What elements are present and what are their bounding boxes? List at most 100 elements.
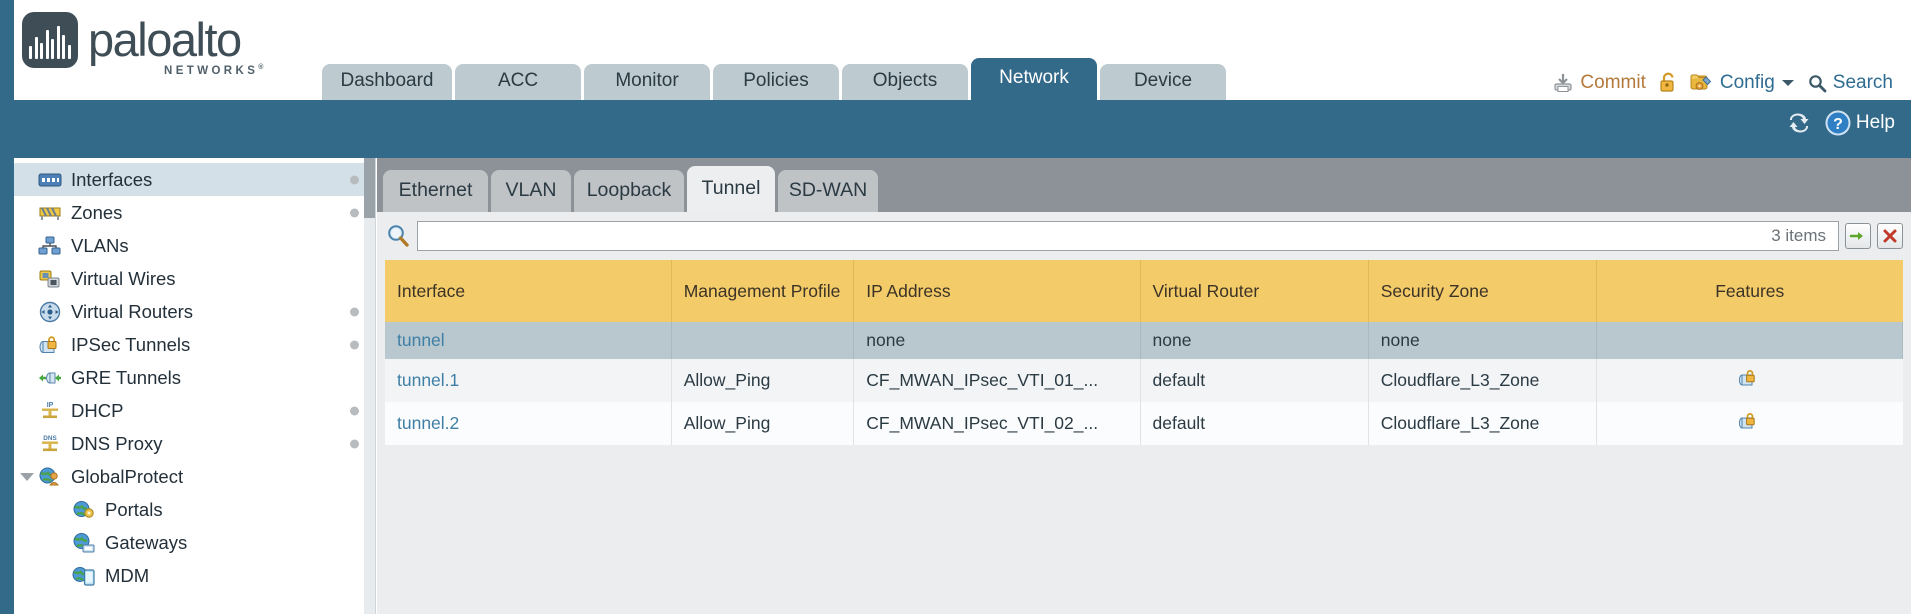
nav-tab-monitor[interactable]: Monitor [584,64,710,100]
unlock-button[interactable] [1658,72,1678,94]
tab-tunnel[interactable]: Tunnel [687,166,775,212]
column-header-interface[interactable]: Interface [385,260,672,322]
filter-bar[interactable]: 3 items [385,219,1903,253]
sidebar-item-status-dot[interactable] [350,340,359,349]
sidebar-item-globalprotect[interactable]: GlobalProtect [14,460,375,493]
ipsec-tunnel-icon[interactable] [1737,367,1763,389]
cell-interface[interactable]: tunnel.2 [385,402,672,445]
sidebar-item-status-dot[interactable] [350,175,359,184]
sidebar-item-portals[interactable]: Portals [14,493,375,526]
nav-tab-policies[interactable]: Policies [713,64,839,100]
column-header-ip-address[interactable]: IP Address [853,260,1141,322]
sidebar-item-status-dot[interactable] [350,307,359,316]
svg-text:IP: IP [47,402,54,409]
tab-vlan[interactable]: VLAN [491,170,571,212]
refresh-icon[interactable] [1785,111,1813,135]
commit-button[interactable]: Commit [1552,72,1646,94]
help-button[interactable]: ? Help [1825,110,1895,136]
sidebar-item-status-dot[interactable] [350,439,359,448]
cell-ip-address: none [853,322,1141,359]
sidebar-item-status-dot[interactable] [350,406,359,415]
nav-tab-network[interactable]: Network [971,58,1097,100]
virtual-routers-icon [38,301,62,322]
sidebar-item-zones[interactable]: Zones [14,196,375,229]
sidebar-item-gateways[interactable]: Gateways [14,526,375,559]
sidebar-item-vlans[interactable]: VLANs [14,229,375,262]
interface-link[interactable]: tunnel [397,330,445,350]
interfaces-icon [38,170,62,190]
vlans-icon [38,236,62,256]
apply-filter-button[interactable] [1845,223,1871,249]
column-header-features[interactable]: Features [1596,260,1903,322]
cell-virtual-router: none [1140,322,1369,359]
sidebar-item-label: IPSec Tunnels [71,333,191,355]
sidebar-item-virtual-wires[interactable]: Virtual Wires [14,262,375,295]
sidebar-item-ipsec-tunnels[interactable]: IPSec Tunnels [14,328,375,361]
nav-tab-device[interactable]: Device [1100,64,1226,100]
sidebar-item-status-dot[interactable] [350,208,359,217]
sidebar-item-virtual-routers[interactable]: Virtual Routers [14,295,375,328]
help-label: Help [1855,112,1895,133]
nav-tab-acc[interactable]: ACC [455,64,581,100]
sidebar-item-gre-tunnels[interactable]: GRE Tunnels [14,361,375,394]
cell-interface[interactable]: tunnel [385,322,672,359]
unlock-icon [1658,72,1678,94]
interface-link[interactable]: tunnel.2 [397,413,460,433]
search-icon [385,223,411,249]
config-menu-button[interactable]: Config [1690,72,1795,94]
search-button[interactable]: Search [1807,72,1893,94]
column-header-management-profile[interactable]: Management Profile [671,260,855,322]
tab-sd-wan[interactable]: SD-WAN [778,170,878,212]
sidebar-scrollbar[interactable] [364,158,375,614]
left-accent-rail-top [0,0,14,100]
cell-interface[interactable]: tunnel.1 [385,359,672,402]
sidebar-scrollbar-thumb[interactable] [364,158,375,218]
sidebar-item-label: DNS Proxy [71,432,163,454]
cell-management-profile: Allow_Ping [671,402,855,445]
sidebar-item-interfaces[interactable]: Interfaces [14,163,375,196]
sidebar-item-label: Virtual Routers [71,300,194,322]
cell-management-profile: Allow_Ping [671,359,855,402]
nav-tab-objects[interactable]: Objects [842,64,968,100]
search-icon [1807,73,1827,93]
chevron-down-icon [1781,78,1795,88]
column-header-security-zone[interactable]: Security Zone [1368,260,1597,322]
toolbar-right-actions[interactable]: ? Help [1785,110,1895,136]
sidebar-item-mdm[interactable]: MDM [14,559,375,592]
sidebar-item-label: GlobalProtect [71,465,184,487]
cell-security-zone: none [1368,322,1597,359]
cell-features [1596,322,1904,359]
brand-logo[interactable]: paloalto NETWORKS® [22,12,267,77]
interface-link[interactable]: tunnel.1 [397,370,460,390]
commit-label: Commit [1580,72,1646,93]
portals-icon [72,500,96,520]
tab-loopback[interactable]: Loopback [574,170,684,212]
search-input[interactable]: 3 items [417,221,1839,251]
tab-ethernet[interactable]: Ethernet [383,170,488,212]
zones-icon [38,203,62,223]
svg-text:?: ? [1833,116,1843,133]
column-header-virtual-router[interactable]: Virtual Router [1140,260,1369,322]
ipsec-tunnel-icon[interactable] [1737,410,1763,432]
config-icon [1690,72,1714,94]
nav-tab-dashboard[interactable]: Dashboard [322,64,452,100]
gateways-icon [72,532,96,553]
expand-caret-icon[interactable] [20,472,34,481]
header-actions[interactable]: Commit Config [1552,72,1893,94]
brand-name: paloalto [88,13,242,66]
clear-filter-button[interactable] [1877,223,1903,249]
